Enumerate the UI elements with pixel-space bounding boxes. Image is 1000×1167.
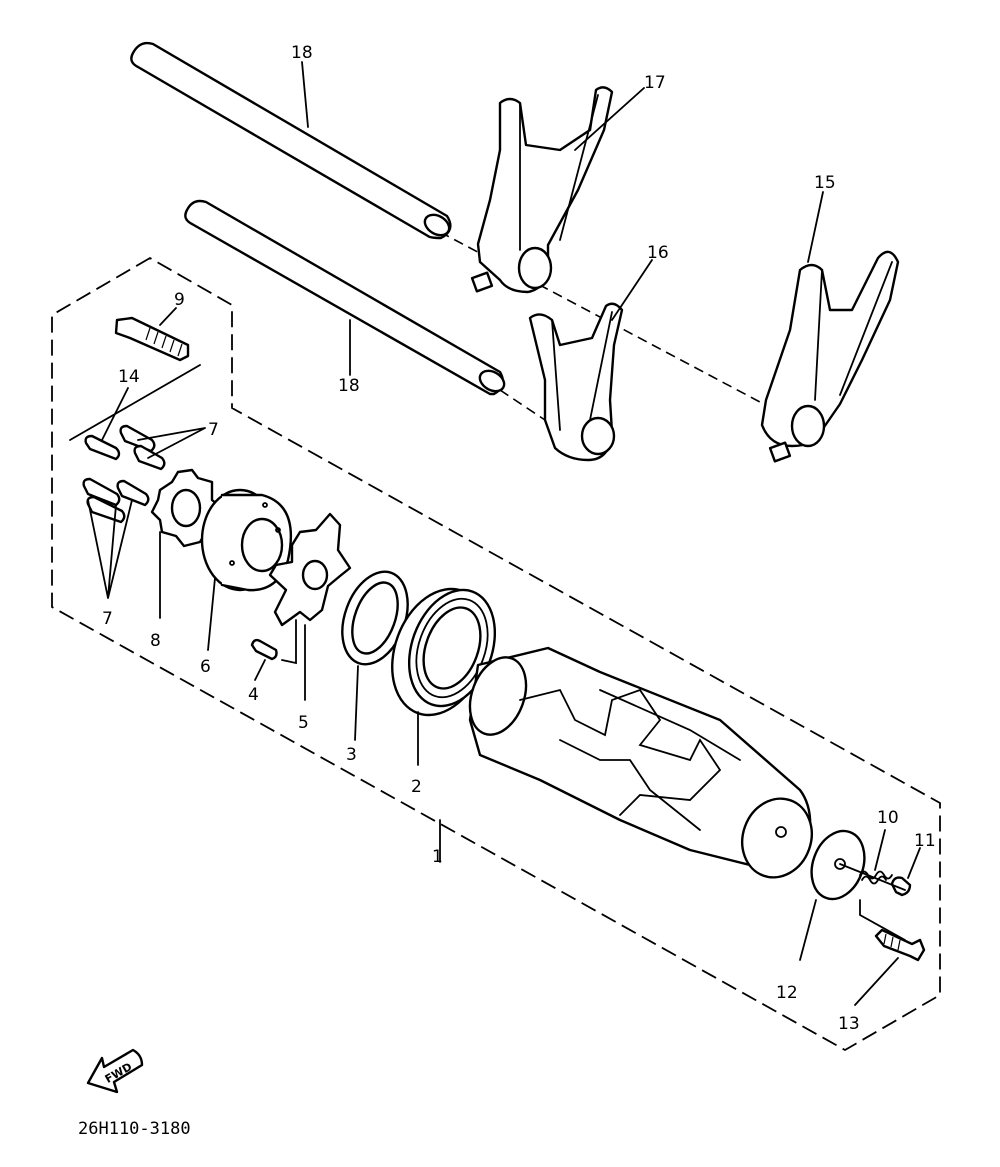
rod-axis-line (499, 389, 546, 421)
leader-12 (799, 899, 817, 961)
callout-12: 12 (776, 983, 798, 1003)
shift-fork-rod-upper (130, 41, 452, 240)
callout-4: 4 (248, 685, 259, 705)
ring-3 (341, 570, 409, 666)
callout-1: 1 (432, 847, 443, 867)
callout-10: 10 (877, 808, 899, 828)
star-plate-5 (268, 512, 352, 627)
washer-12 (810, 829, 866, 901)
drawing-number: 26H110-3180 (78, 1119, 191, 1139)
callout-14: 14 (118, 367, 140, 387)
leader-3 (354, 665, 359, 741)
screw-9 (114, 316, 190, 362)
bracket-4-5 (281, 619, 297, 665)
callout-17: 17 (644, 73, 666, 93)
assembly-boundary (51, 256, 941, 1052)
shift-fork-15 (760, 250, 900, 463)
callout-15: 15 (814, 173, 836, 193)
bearing-2 (391, 587, 497, 717)
dowel-pin-4 (250, 638, 278, 661)
leader-11 (907, 847, 921, 879)
pins-7-upper (84, 424, 166, 471)
shift-fork-16 (528, 302, 624, 462)
callout-16: 16 (647, 243, 669, 263)
leader-15 (807, 191, 824, 263)
axis-12-11 (839, 863, 906, 941)
callout-5: 5 (298, 713, 309, 733)
leader-16 (611, 259, 653, 321)
callout-6: 6 (200, 657, 211, 677)
callout-13: 13 (838, 1014, 860, 1034)
callout-9: 9 (174, 290, 185, 310)
callout-8: 8 (150, 631, 161, 651)
leader-18-upper (301, 61, 309, 128)
callout-3: 3 (346, 745, 357, 765)
leader-17 (574, 87, 645, 151)
callout-18-upper: 18 (291, 43, 313, 63)
bracket-7a (69, 364, 206, 459)
callout-7-upper: 7 (208, 420, 219, 440)
callout-7-lower: 7 (102, 609, 113, 629)
callout-2: 2 (411, 777, 422, 797)
leaders-7b (87, 499, 133, 599)
forward-direction-arrow: FWD (86, 1048, 144, 1094)
leader-13 (854, 957, 899, 1006)
shift-drum (468, 646, 813, 879)
leader-10 (874, 829, 886, 871)
spring-10 (859, 870, 893, 885)
leader-4 (254, 659, 266, 681)
screw-13 (874, 928, 926, 962)
callout-18-lower: 18 (338, 376, 360, 396)
shift-fork-rod-lower (184, 199, 506, 396)
leader-9 (159, 307, 177, 326)
shift-fork-17 (470, 86, 614, 294)
stopper-cam-6 (200, 488, 292, 592)
callout-11: 11 (914, 831, 936, 851)
leader-6 (207, 577, 216, 651)
